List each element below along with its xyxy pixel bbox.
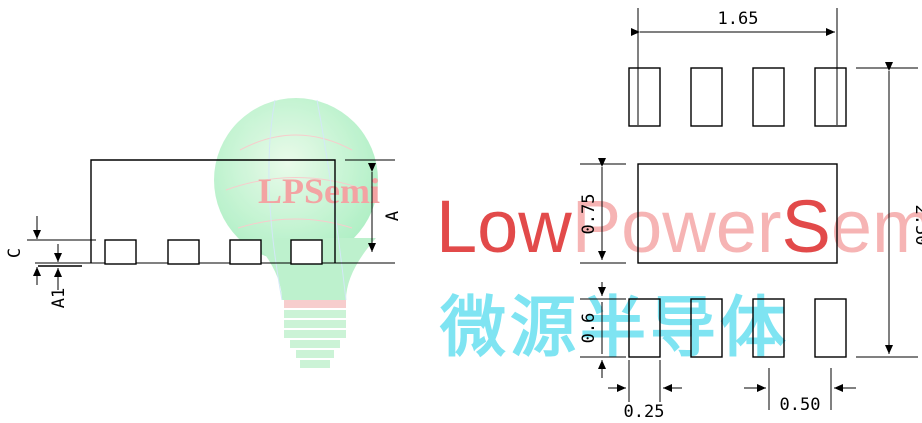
watermark-brand-en-part5: emi — [831, 185, 922, 268]
watermark-brand: LowPowerSemi 微源半导体 — [436, 185, 922, 366]
side-view-body — [90, 159, 336, 263]
top-view: 1.65 2.50 0.75 0.6 0.2 — [579, 8, 922, 422]
bottom-pad-4 — [814, 298, 847, 358]
dim-06-label: 0.6 — [579, 313, 599, 344]
watermark-brand-en-part3: ower — [621, 185, 781, 268]
dim-A1-label: A1 — [49, 288, 69, 308]
dim-075-label: 0.75 — [579, 194, 599, 235]
bottom-pad-2 — [690, 298, 723, 358]
bottom-pad-3 — [752, 298, 785, 358]
top-pad-4 — [814, 67, 847, 127]
dim-025-label: 0.25 — [624, 402, 665, 422]
bottom-pad-1 — [628, 298, 661, 358]
dim-width-label: 1.65 — [718, 9, 759, 29]
top-pad-2 — [690, 67, 723, 127]
watermark-bulb: LPSemi — [214, 98, 380, 368]
side-pad-2 — [167, 239, 200, 265]
side-pad-3 — [229, 239, 262, 265]
dim-C-label: C — [5, 248, 25, 258]
side-pad-1 — [104, 239, 137, 265]
watermark-brand-en-part2: P — [572, 185, 621, 268]
center-pad — [637, 163, 838, 264]
dim-050-label: 0.50 — [780, 395, 821, 415]
top-pad-3 — [752, 67, 785, 127]
watermark-brand-cn: 微源半导体 — [439, 289, 790, 366]
dim-A-label: A — [383, 211, 403, 221]
watermark-brand-en: LowPowerSemi — [436, 185, 922, 268]
dim-height-label: 2.50 — [911, 205, 922, 246]
watermark-brand-en-part1: Low — [436, 185, 572, 268]
watermark-bulb-text: LPSemi — [258, 171, 380, 211]
top-pad-1 — [628, 67, 661, 127]
side-pad-4 — [290, 239, 323, 265]
watermark-brand-en-part4: S — [782, 185, 831, 268]
side-view: A C A1 — [5, 159, 403, 308]
